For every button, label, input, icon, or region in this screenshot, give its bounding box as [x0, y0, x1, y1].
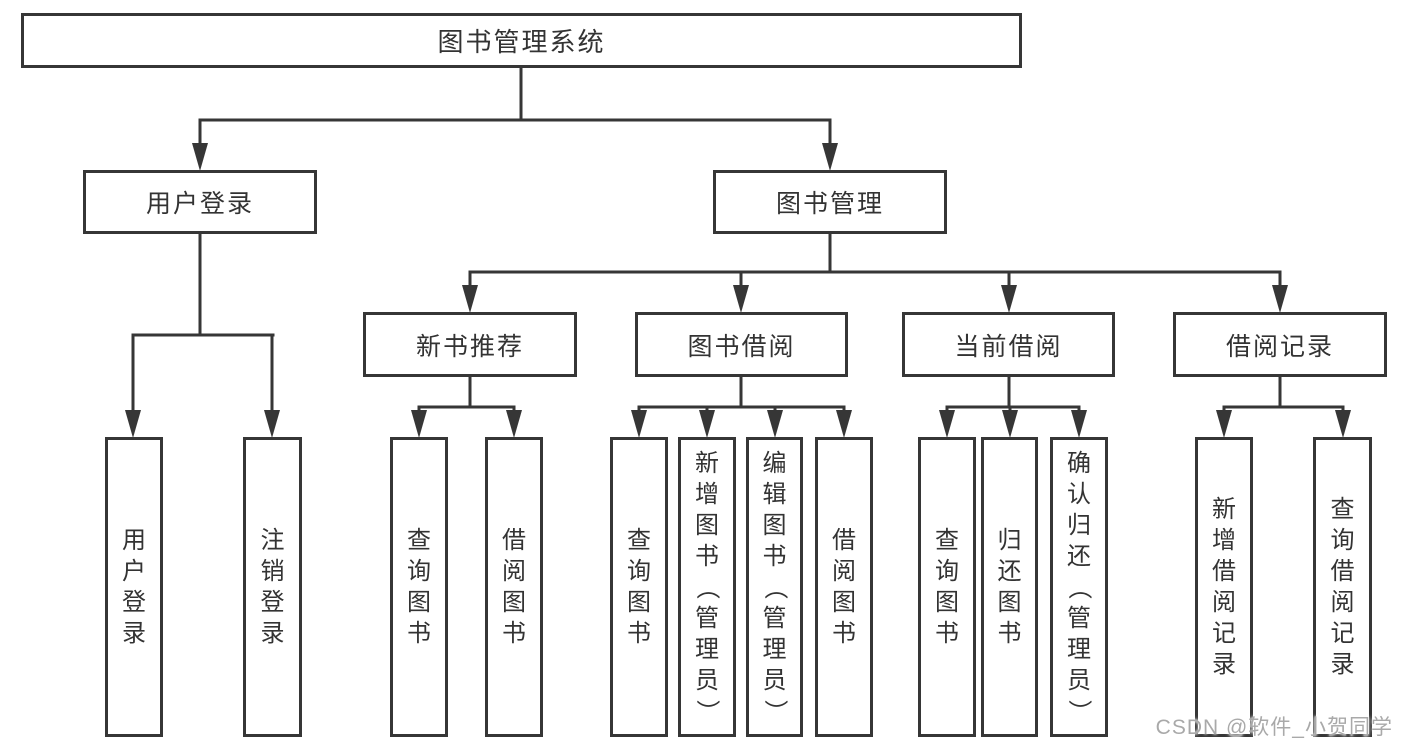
leaf-logout: 注销登录	[243, 437, 302, 737]
leaf-add-borrow-record: 新增借阅记录	[1195, 437, 1253, 737]
node-root: 图书管理系统	[21, 13, 1022, 68]
leaf-confirm-return-label: 确认归还（管理员）	[1065, 449, 1093, 724]
leaf-add-book-label: 新增图书（管理员）	[693, 449, 721, 724]
node-borrow-records: 借阅记录	[1173, 312, 1387, 377]
leaf-add-borrow-record-label: 新增借阅记录	[1212, 496, 1236, 678]
leaf-query-borrow-record: 查询借阅记录	[1313, 437, 1372, 737]
leaf-edit-book-label: 编辑图书（管理员）	[761, 449, 788, 724]
node-book-borrow: 图书借阅	[635, 312, 848, 377]
leaf-edit-book: 编辑图书（管理员）	[746, 437, 803, 737]
node-user-login-label: 用户登录	[145, 190, 254, 218]
leaf-query-book-1: 查询图书	[390, 437, 448, 737]
node-new-book-recommend-label: 新书推荐	[415, 332, 524, 361]
node-borrow-records-label: 借阅记录	[1225, 332, 1334, 361]
node-book-borrow-label: 图书借阅	[687, 332, 796, 361]
leaf-query-borrow-record-label: 查询借阅记录	[1330, 496, 1355, 678]
leaf-user-login-label: 用户登录	[122, 527, 146, 647]
leaf-query-book-3-label: 查询图书	[935, 527, 959, 647]
leaf-return-book-label: 归还图书	[997, 527, 1022, 647]
leaf-borrow-book-2: 借阅图书	[815, 437, 873, 737]
leaf-borrow-book-1: 借阅图书	[485, 437, 543, 737]
leaf-query-book-2-label: 查询图书	[627, 527, 651, 647]
leaf-query-book-3: 查询图书	[918, 437, 976, 737]
leaf-query-book-2: 查询图书	[610, 437, 668, 737]
node-new-book-recommend: 新书推荐	[363, 312, 577, 377]
leaf-logout-label: 注销登录	[260, 527, 285, 647]
leaf-add-book: 新增图书（管理员）	[678, 437, 736, 737]
leaf-confirm-return: 确认归还（管理员）	[1050, 437, 1108, 737]
leaf-return-book: 归还图书	[981, 437, 1038, 737]
node-book-management: 图书管理	[713, 170, 947, 234]
watermark: CSDN @软件_小贺同学	[1155, 716, 1393, 739]
node-current-borrow: 当前借阅	[902, 312, 1115, 377]
leaf-user-login: 用户登录	[105, 437, 163, 737]
leaf-borrow-book-2-label: 借阅图书	[832, 527, 856, 647]
leaf-query-book-1-label: 查询图书	[407, 527, 431, 647]
node-user-login: 用户登录	[83, 170, 317, 234]
leaf-borrow-book-1-label: 借阅图书	[502, 527, 526, 647]
node-root-label: 图书管理系统	[437, 27, 606, 57]
arrowheads	[125, 143, 1351, 438]
node-book-management-label: 图书管理	[775, 190, 884, 218]
node-current-borrow-label: 当前借阅	[954, 332, 1063, 361]
